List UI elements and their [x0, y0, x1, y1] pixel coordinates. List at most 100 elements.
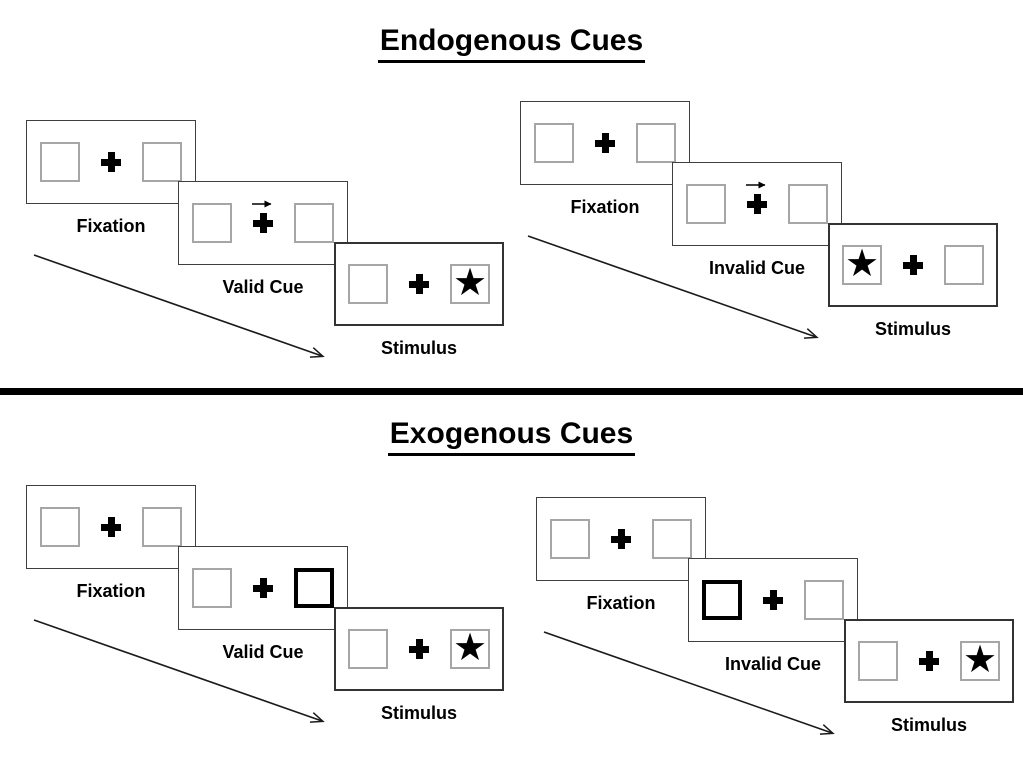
frame-fixation: Fixation [536, 497, 706, 614]
section-title-exogenous-text: Exogenous Cues [387, 417, 636, 456]
cross-icon [409, 639, 429, 659]
frame-cue: Invalid Cue [688, 558, 858, 675]
frame-stimulus: ★ Stimulus [844, 619, 1014, 736]
right-box: ★ [450, 264, 490, 304]
right-box [294, 203, 334, 243]
panel-label: Valid Cue [222, 642, 304, 662]
panel-label: Fixation [570, 197, 640, 217]
trial-group-exogenous-valid: Fixation Valid Cue ★ Stimulus [26, 485, 536, 751]
cross-icon [101, 152, 121, 172]
timeline-arrow [33, 254, 325, 358]
panel [26, 485, 196, 569]
right-box [804, 580, 844, 620]
panel-label: Stimulus [380, 703, 457, 723]
frame-fixation: Fixation [26, 485, 196, 602]
panel [688, 558, 858, 642]
panel [672, 162, 842, 246]
fixation-cross [903, 255, 923, 275]
frame-fixation: Fixation [26, 120, 196, 237]
right-box [142, 142, 182, 182]
panel [26, 120, 196, 204]
cross-icon [253, 213, 273, 233]
frame-fixation: Fixation [520, 101, 690, 218]
left-box [550, 519, 590, 559]
frame-stimulus: ★ Stimulus [334, 242, 504, 359]
left-box-highlighted [702, 580, 742, 620]
cross-icon [253, 578, 273, 598]
trial-group-endogenous-valid: Fixation Valid Cue ★ Stimulus [26, 120, 536, 386]
frame-cue: Valid Cue [178, 181, 348, 298]
frame-stimulus: ★ Stimulus [828, 223, 998, 340]
panel-label: Fixation [76, 216, 146, 236]
fixation-cross [919, 651, 939, 671]
right-arrow-icon [746, 181, 766, 189]
section-title-exogenous: Exogenous Cues [0, 417, 1023, 456]
panel-label: Invalid Cue [708, 258, 806, 278]
right-box [636, 123, 676, 163]
cross-icon [595, 133, 615, 153]
left-box [686, 184, 726, 224]
panel: ★ [828, 223, 998, 307]
left-box [40, 507, 80, 547]
fixation-cross [101, 517, 121, 537]
cross-icon [611, 529, 631, 549]
panel [536, 497, 706, 581]
cross-icon [763, 590, 783, 610]
fixation-cross [763, 590, 783, 610]
panel: ★ [334, 607, 504, 691]
fixation-cross [253, 578, 273, 598]
left-box [348, 629, 388, 669]
left-box: ★ [842, 245, 882, 285]
fixation-cross [409, 274, 429, 294]
timeline-arrow [543, 631, 835, 735]
trial-group-exogenous-invalid: Fixation Invalid Cue ★ Stimulus [536, 497, 1023, 763]
star-icon: ★ [962, 639, 998, 681]
cross-icon [747, 194, 767, 214]
left-box [40, 142, 80, 182]
panel: ★ [844, 619, 1014, 703]
panel [178, 181, 348, 265]
star-icon: ★ [452, 627, 488, 669]
panel [520, 101, 690, 185]
left-box [534, 123, 574, 163]
frame-cue: Valid Cue [178, 546, 348, 663]
fixation-cross [252, 200, 273, 233]
trial-group-endogenous-invalid: Fixation Invalid Cue ★ Stimulus [520, 101, 1023, 367]
star-icon: ★ [452, 262, 488, 304]
right-box [142, 507, 182, 547]
panel-label: Fixation [586, 593, 656, 613]
fixation-cross [595, 133, 615, 153]
cross-icon [903, 255, 923, 275]
right-box [652, 519, 692, 559]
left-box [192, 203, 232, 243]
panel-label: Stimulus [874, 319, 951, 339]
section-divider [0, 388, 1023, 395]
timeline-arrow [33, 619, 325, 723]
right-arrow-icon [252, 200, 272, 208]
right-box-highlighted [294, 568, 334, 608]
timeline-arrow [527, 235, 819, 339]
right-box [944, 245, 984, 285]
fixation-cross [611, 529, 631, 549]
fixation-cross [746, 181, 767, 214]
panel-label: Stimulus [380, 338, 457, 358]
section-title-endogenous: Endogenous Cues [0, 24, 1023, 63]
panel-label: Invalid Cue [724, 654, 822, 674]
right-box [788, 184, 828, 224]
panel-label: Stimulus [890, 715, 967, 735]
left-box [192, 568, 232, 608]
left-box [348, 264, 388, 304]
cross-icon [919, 651, 939, 671]
left-box [858, 641, 898, 681]
section-title-endogenous-text: Endogenous Cues [377, 24, 646, 63]
frame-stimulus: ★ Stimulus [334, 607, 504, 724]
star-icon: ★ [844, 243, 880, 285]
panel: ★ [334, 242, 504, 326]
cross-icon [409, 274, 429, 294]
right-box: ★ [960, 641, 1000, 681]
panel [178, 546, 348, 630]
panel-label: Valid Cue [222, 277, 304, 297]
frame-cue: Invalid Cue [672, 162, 842, 279]
fixation-cross [409, 639, 429, 659]
